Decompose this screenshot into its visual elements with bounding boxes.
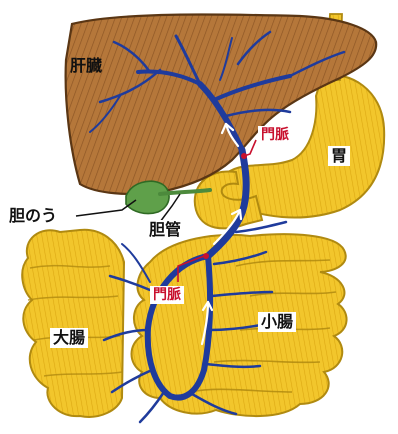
label-bile-duct: 胆管 (146, 220, 184, 240)
label-stomach: 胃 (328, 146, 350, 166)
label-liver: 肝臓 (70, 58, 102, 74)
large-intestine (22, 230, 124, 417)
label-portal-vein-lower: 門脈 (150, 286, 184, 304)
portal-vein-marker-upper (241, 153, 247, 159)
label-large-intestine: 大腸 (50, 328, 88, 348)
label-small-intestine: 小腸 (258, 312, 296, 332)
label-portal-vein-upper: 門脈 (258, 126, 292, 144)
portal-vein-marker-lower (203, 253, 209, 259)
label-gallbladder: 胆のう (6, 206, 60, 226)
